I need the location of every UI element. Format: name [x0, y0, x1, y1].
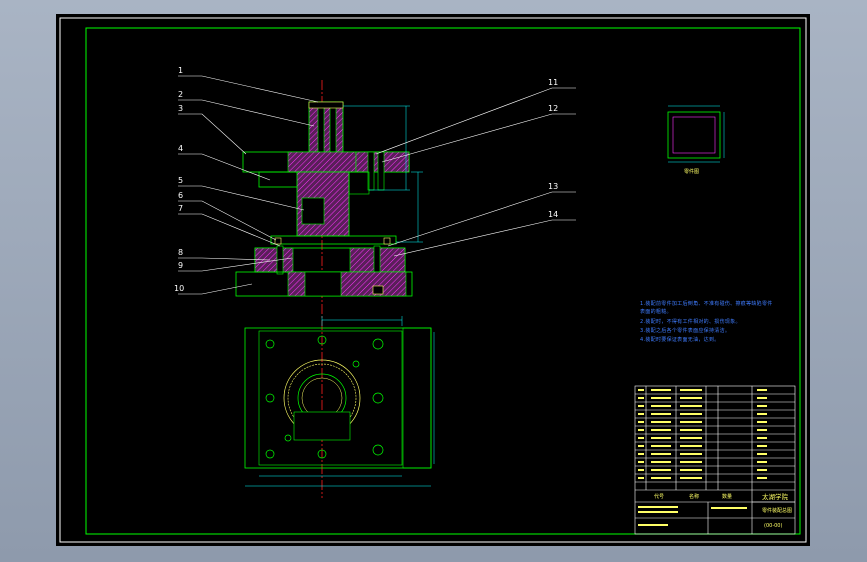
tech-requirement-1: 1.装配前零件加工后倒角、不准有碰伤、擦痕等缺陷零件: [640, 301, 773, 307]
title-col-qty: 数量: [722, 494, 733, 500]
inner-frame: [85, 27, 801, 535]
part-number-14: 14: [548, 210, 559, 219]
tech-requirement-5: 4.装配时要保证表面无油，达到。: [640, 337, 720, 343]
title-block: [634, 385, 796, 535]
tech-requirement-2: 表面的粗糙。: [640, 309, 672, 315]
part-number-13: 13: [548, 182, 559, 191]
plan-view: [244, 316, 435, 487]
drawing-code: (00-00): [764, 523, 783, 529]
title-col-name: 名称: [689, 494, 700, 500]
drawing-name: 零件装配总图: [762, 508, 793, 514]
part-number-12: 12: [548, 104, 559, 113]
part-number-10: 10: [174, 284, 185, 293]
part-number-7: 7: [178, 204, 184, 213]
part-number-8: 8: [178, 248, 184, 257]
part-detail-view: [667, 105, 725, 163]
title-block-rows: [638, 389, 767, 526]
school-name: 太湖学院: [762, 493, 788, 501]
part-drawing-label: 零件图: [684, 169, 700, 175]
outer-frame: [59, 17, 807, 543]
tech-requirement-3: 2.装配时，不得有工件相对的、损伤现象。: [640, 319, 741, 325]
part-number-4: 4: [178, 144, 184, 153]
part-number-2: 2: [178, 90, 184, 99]
part-number-1: 1: [178, 66, 184, 75]
title-col-code: 代号: [654, 494, 665, 500]
drawing-sheet: 1 2 3 4 5 6 7 8 9 10 11 12 13 14 零件图 1.装…: [56, 14, 810, 546]
part-number-6: 6: [178, 191, 184, 200]
part-number-9: 9: [178, 261, 184, 270]
assembly-section-view: [178, 75, 576, 498]
part-number-5: 5: [178, 176, 184, 185]
drawing-canvas: [59, 17, 807, 543]
tech-requirement-4: 3.装配之后各个零件表面应保持清洁。: [640, 328, 731, 334]
part-number-11: 11: [548, 78, 559, 87]
part-number-3: 3: [178, 104, 184, 113]
